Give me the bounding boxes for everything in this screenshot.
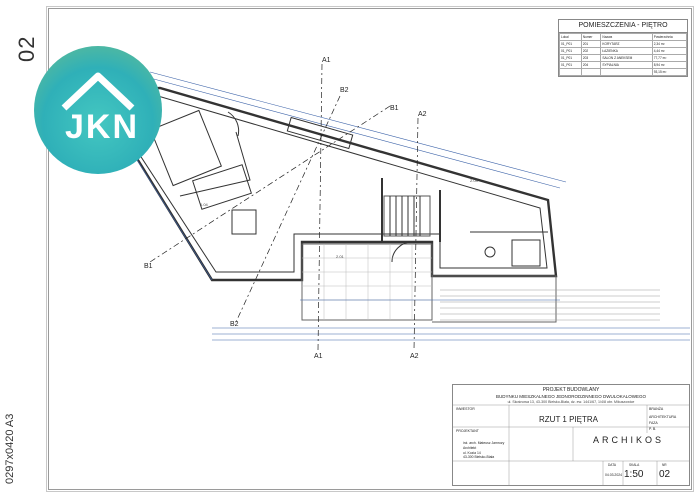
legend-cell: 201 bbox=[580, 40, 602, 48]
tb-scale: 1:50 bbox=[624, 469, 644, 480]
tb-office-logo: ARCHIKOS bbox=[593, 435, 665, 445]
legend-cell: 01_P01 bbox=[559, 40, 582, 48]
section-mark: A2 bbox=[410, 353, 419, 360]
kitchen-counter bbox=[286, 116, 354, 150]
legend-cell: 203 bbox=[580, 54, 602, 62]
door-swing-2 bbox=[391, 241, 413, 263]
tb-designer-line: inż. arch. Mateusz Jamrozy bbox=[463, 441, 505, 445]
table bbox=[231, 209, 257, 235]
wall-bedroom bbox=[179, 131, 251, 197]
stairs bbox=[383, 195, 431, 237]
bathtub bbox=[511, 239, 541, 267]
sheet-outer-frame bbox=[46, 6, 694, 492]
legend-cell: 202 bbox=[580, 47, 602, 55]
legend-cell: 01_P01 bbox=[559, 47, 582, 55]
title-block-grid bbox=[453, 404, 689, 485]
house-roof-icon bbox=[61, 72, 135, 111]
legend-header: Lokal bbox=[559, 33, 582, 41]
legend-cell: 204 bbox=[580, 61, 602, 69]
terrace-front bbox=[432, 275, 557, 323]
tb-investor-label: INWESTOR bbox=[456, 407, 475, 411]
outer-wall bbox=[93, 86, 558, 282]
logo-text: JKN bbox=[64, 108, 140, 146]
section-mark: B1 bbox=[144, 263, 153, 270]
tb-sheet-label: NR bbox=[662, 463, 667, 467]
legend-cell: 01_P01 bbox=[559, 54, 582, 62]
legend-cell: 2,34 m² bbox=[651, 40, 688, 48]
legend-header: Numer bbox=[580, 33, 602, 41]
tb-date: 04.03.2024 bbox=[605, 473, 622, 477]
rooms-legend: POMIESZCZENIA - PIĘTRO Lokal Numer Nazwa… bbox=[558, 19, 688, 77]
tb-phase-label: FAZA bbox=[649, 421, 658, 425]
tb-designer-line: Architekt bbox=[463, 445, 477, 450]
section-mark: A1 bbox=[322, 57, 331, 64]
legend-cell: ŁAZIENKA bbox=[600, 47, 653, 55]
tb-scale-label: SKALA bbox=[629, 463, 640, 467]
tb-project: PROJEKT BUDOWLANY bbox=[542, 387, 600, 393]
tb-drawing-title: RZUT 1 PIĘTRA bbox=[539, 415, 598, 424]
wc bbox=[484, 246, 496, 258]
tb-designer-line: 43-300 Bielsko-Biała bbox=[463, 455, 495, 460]
tb-building: BUDYNKU MIESZKALNEGO JEDNORODZINNEGO DWU… bbox=[495, 394, 647, 399]
door-swing bbox=[227, 111, 240, 137]
section-mark: B1 bbox=[390, 105, 399, 112]
bed bbox=[150, 109, 222, 187]
sofa bbox=[192, 164, 252, 210]
section-mark: A2 bbox=[418, 111, 427, 118]
legend-table: Lokal Numer Nazwa Powierzchnia 01_P01 20… bbox=[559, 33, 688, 76]
legend-cell: SALON Z ANEKSEM bbox=[600, 54, 653, 62]
legend-row: 01_P01 202 ŁAZIENKA 4,44 m² bbox=[559, 47, 688, 55]
tb-industry-label: BRANŻA bbox=[649, 407, 664, 411]
room-tag: 2.03 bbox=[470, 178, 479, 183]
legend-cell bbox=[559, 68, 582, 76]
legend-cell bbox=[580, 68, 602, 76]
room-tag: 1.04 bbox=[200, 202, 209, 207]
legend-cell: 93,15 m² bbox=[651, 68, 688, 76]
legend-row: 01_P01 201 KORYTARZ 2,34 m² bbox=[559, 40, 688, 48]
legend-title: POMIESZCZENIA - PIĘTRO bbox=[559, 20, 687, 33]
legend-row: 01_P01 204 SYPIALNIA 8,94 m² bbox=[559, 61, 688, 69]
legend-cell: 8,94 m² bbox=[651, 61, 688, 69]
inner-wall bbox=[103, 95, 548, 273]
legend-total-row: 93,15 m² bbox=[559, 68, 688, 76]
legend-row: 01_P01 203 SALON Z ANEKSEM 77,77 m² bbox=[559, 54, 688, 62]
sheet-frame bbox=[48, 8, 692, 490]
tb-date-label: DATA bbox=[608, 463, 617, 467]
legend-cell: 01_P01 bbox=[559, 61, 582, 69]
section-mark: B2 bbox=[340, 87, 349, 94]
legend-cell: KORYTARZ bbox=[600, 40, 653, 48]
legend-cell: 4,44 m² bbox=[651, 47, 688, 55]
company-logo bbox=[34, 46, 162, 174]
tb-phase: P. B. bbox=[649, 427, 657, 431]
legend-header-row: Lokal Numer Nazwa Powierzchnia bbox=[559, 33, 688, 41]
legend-cell: SYPIALNIA bbox=[600, 61, 653, 69]
section-mark: A1 bbox=[314, 353, 323, 360]
tb-designer-line: ul. Kozia 14 bbox=[463, 450, 481, 455]
tb-designer: inż. arch. Mateusz Jamrozy Architekt ul.… bbox=[463, 441, 533, 460]
title-block: PROJEKT BUDOWLANY BUDYNKU MIESZKALNEGO J… bbox=[452, 384, 690, 486]
tb-designer-label: PROJEKTANT bbox=[456, 429, 479, 433]
room-tag: 2.01 bbox=[336, 254, 345, 259]
legend-header: Powierzchnia bbox=[651, 33, 688, 41]
legend-cell: 77,77 m² bbox=[651, 54, 688, 62]
legend-header: Nazwa bbox=[600, 33, 653, 41]
tb-industry: ARCHITEKTURA bbox=[649, 415, 677, 419]
tb-address: ul. Skośnowa 13, 43-300 Bielsko-Biała, d… bbox=[507, 400, 635, 404]
tb-sheet-number: 02 bbox=[659, 469, 671, 480]
legend-cell bbox=[600, 68, 653, 76]
section-mark: B2 bbox=[230, 321, 239, 328]
terrace bbox=[301, 243, 433, 321]
